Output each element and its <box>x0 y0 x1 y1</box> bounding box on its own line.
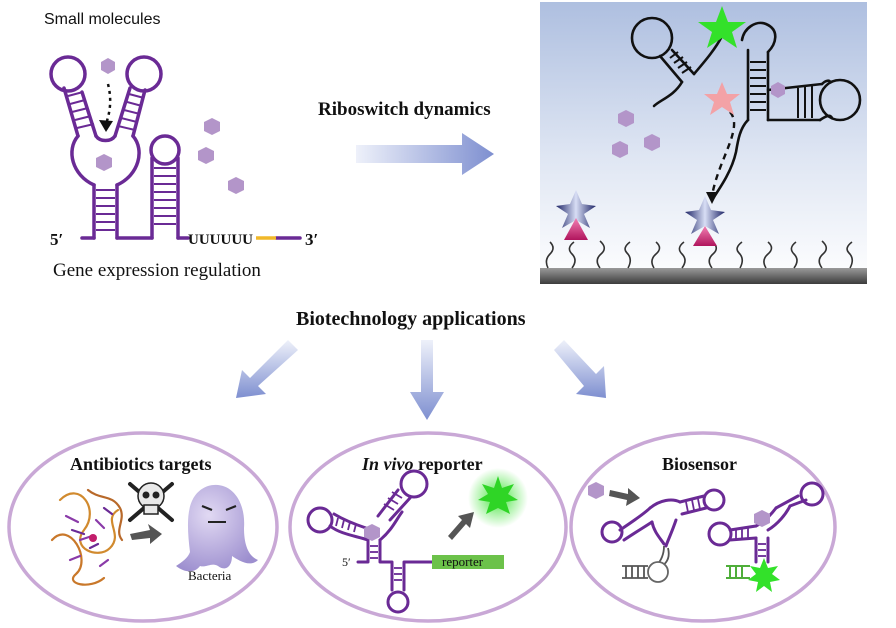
skull-crossbones-icon <box>128 482 174 522</box>
reporter-title-italic: In vivo <box>361 454 414 474</box>
binding-arrow <box>104 83 112 125</box>
biotech-label: Biotechnology applications <box>296 308 526 330</box>
green-star-icon <box>698 6 746 48</box>
fluorophore-icon <box>748 558 780 592</box>
binding-arrowhead <box>99 120 113 132</box>
rna-base-pairs <box>669 51 813 118</box>
sensor-bound-pairs <box>735 528 766 557</box>
top-left-riboswitch: Small molecules <box>44 11 318 281</box>
arrow-left <box>236 340 298 398</box>
biosensor-ligand <box>588 482 604 499</box>
reporter-title-rest: reporter <box>414 454 483 474</box>
antibiotics-title: Antibiotics targets <box>70 454 211 474</box>
tether-dashes <box>710 111 736 197</box>
anchor-left <box>556 190 596 240</box>
reporter-ligand <box>364 524 380 541</box>
biosensor-arrow <box>609 488 640 506</box>
panel-antibiotics: Antibiotics targets Bacteria <box>7 431 279 623</box>
panel-biosensor: Biosensor <box>569 431 837 623</box>
pink-star-icon <box>704 82 740 115</box>
sensor-aptamer-gray <box>622 545 670 583</box>
antibiotics-arrow <box>130 524 162 544</box>
gene-expression-label: Gene expression regulation <box>53 260 261 281</box>
riboswitch-dynamics-label: Riboswitch dynamics <box>318 99 491 120</box>
riboswitch-crystal-structure <box>50 488 124 586</box>
reporter-arrow <box>448 512 474 540</box>
sensor-unbound-pairs <box>685 498 701 513</box>
arrow-right <box>554 340 606 398</box>
polymer-brush <box>545 240 854 269</box>
reporter-base-pairs <box>335 491 403 581</box>
panel-ligands <box>612 82 785 158</box>
green-star-icon <box>478 476 518 514</box>
rna-molecule <box>630 16 862 202</box>
small-molecules-label: Small molecules <box>44 11 160 28</box>
ligands <box>96 58 244 194</box>
reporter-gene-label: reporter <box>442 554 484 569</box>
base-pairs <box>67 91 176 231</box>
reporter-gene-box <box>432 555 504 569</box>
sensor-bound <box>707 481 825 564</box>
arrow-center <box>410 340 444 420</box>
panel-reporter: In vivo reporter 5′ reporter <box>288 431 568 623</box>
bacteria-label: Bacteria <box>188 568 232 583</box>
biosensor-title: Biosensor <box>662 454 737 474</box>
single-molecule-panel <box>540 2 867 284</box>
ligand-in-pocket <box>89 534 97 542</box>
dynamics-arrow <box>356 133 494 175</box>
sensor-bound-ligand <box>754 510 770 527</box>
tether-arrowhead <box>706 192 718 204</box>
anchor-right <box>685 196 725 246</box>
surface <box>540 268 867 284</box>
uuuuuu-label: UUUUUU <box>188 232 253 248</box>
reporter-riboswitch <box>306 469 434 614</box>
three-prime-label: 3′ <box>305 230 318 249</box>
sensor-green-stem <box>726 565 750 579</box>
reporter-five-prime: 5′ <box>342 555 351 569</box>
reporter-title: In vivo reporter <box>361 454 483 474</box>
five-prime-label: 5′ <box>50 230 63 249</box>
sensor-unbound <box>600 488 726 548</box>
riboswitch-structure <box>49 55 302 240</box>
bacteria-icon <box>176 484 258 572</box>
